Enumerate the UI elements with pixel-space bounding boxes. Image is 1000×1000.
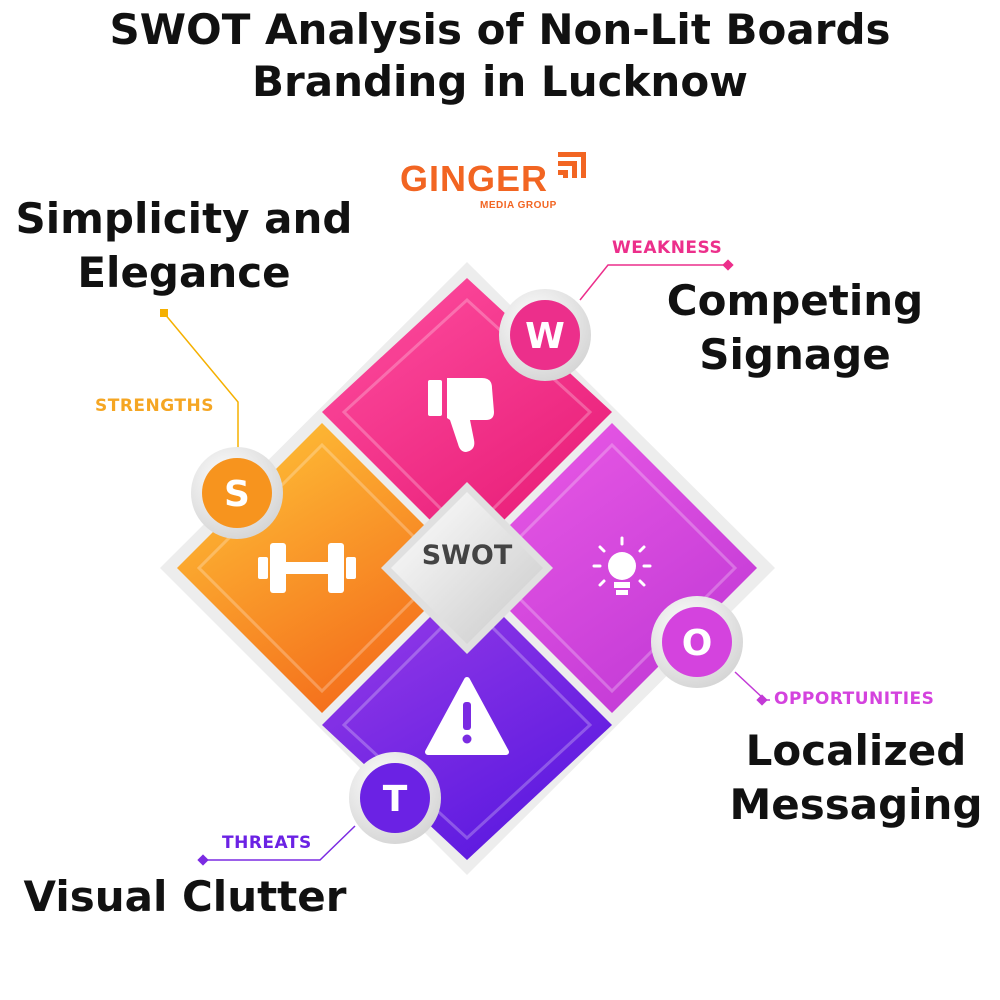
center-diamond — [391, 492, 543, 644]
dumbbell-icon — [258, 543, 356, 593]
warning-icon — [425, 677, 509, 755]
strengths-dot — [160, 309, 168, 317]
page-title: SWOT Analysis of Non-Lit Boards Branding… — [109, 5, 891, 106]
opportunities-tag: OPPORTUNITIES — [774, 689, 935, 709]
opportunities-badge — [651, 596, 743, 688]
strengths-letter: S — [224, 474, 250, 515]
strengths-tag: STRENGTHS — [95, 396, 214, 416]
strengths-badge — [191, 447, 283, 539]
opportunities-dot — [756, 694, 768, 706]
opportunities-connector — [734, 671, 770, 701]
weakness-connector — [579, 264, 728, 301]
strengths-connector — [163, 312, 239, 450]
opportunities-letter: O — [682, 623, 713, 664]
lightbulb-icon — [592, 536, 652, 595]
threats-badge — [349, 752, 441, 844]
logo-bars-icon — [558, 152, 586, 178]
threats-heading: Visual Clutter — [23, 872, 347, 921]
threats-tag: THREATS — [222, 833, 312, 853]
weakness-dot — [722, 259, 734, 271]
logo-wordmark: GINGER — [400, 158, 549, 199]
strengths-heading: Simplicity and Elegance — [15, 194, 353, 297]
weakness-tag: WEAKNESS — [612, 238, 723, 258]
ginger-logo: GINGER MEDIA GROUP — [398, 148, 598, 218]
weakness-badge — [499, 289, 591, 381]
threats-letter: T — [383, 779, 408, 820]
thumbs-down-icon — [428, 378, 494, 452]
threats-connector — [205, 825, 356, 861]
opportunities-heading: Localized Messaging — [729, 726, 983, 829]
weakness-letter: W — [525, 316, 565, 357]
weakness-heading: Competing Signage — [666, 276, 924, 379]
threats-dot — [197, 854, 209, 866]
logo-subtitle: MEDIA GROUP — [480, 200, 557, 211]
center-label: SWOT — [421, 540, 513, 571]
